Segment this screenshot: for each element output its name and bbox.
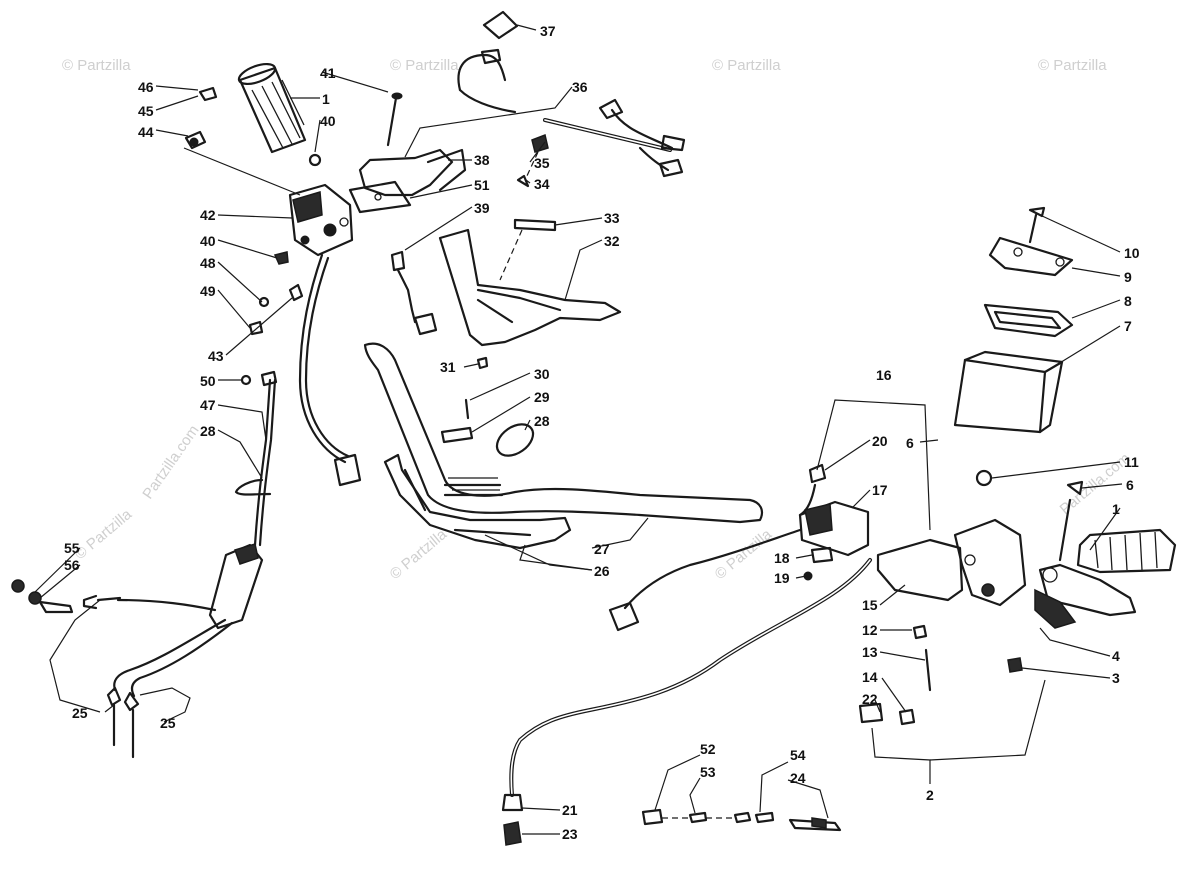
callout-labels: 37 36 41 1 46 45 44 40 38 35 34 51 42 39… [64, 23, 1140, 842]
callout-29: 29 [534, 389, 550, 405]
callout-25-right: 25 [160, 715, 176, 731]
callout-47: 47 [200, 397, 216, 413]
parts-55-56 [11, 579, 74, 614]
callout-3: 3 [1112, 670, 1120, 686]
leader-lines [34, 24, 1123, 835]
callout-16: 16 [876, 367, 892, 383]
callout-22: 22 [862, 691, 878, 707]
lower-hardware [858, 624, 932, 726]
callout-7: 7 [1124, 318, 1132, 334]
watermark-4: © Partzilla [1038, 57, 1107, 74]
callout-24: 24 [790, 770, 806, 786]
callout-10: 10 [1124, 245, 1140, 261]
callout-48: 48 [200, 255, 216, 271]
left-grip [237, 62, 307, 154]
callout-31: 31 [440, 359, 456, 375]
watermark-9: Partzilla.com [139, 422, 202, 502]
master-cylinder [953, 206, 1074, 487]
callout-49: 49 [200, 283, 216, 299]
brake-cable [501, 558, 872, 846]
callout-53: 53 [700, 764, 716, 780]
wiring-harness-36 [543, 98, 686, 178]
callout-30: 30 [534, 366, 550, 382]
callout-39: 39 [474, 200, 490, 216]
callout-1-right: 1 [1112, 501, 1120, 517]
throttle-block [288, 183, 354, 257]
callout-18: 18 [774, 550, 790, 566]
clamp-28-right [440, 398, 535, 457]
callout-41: 41 [320, 65, 336, 81]
kill-switch-lead [457, 10, 519, 114]
callout-43: 43 [208, 348, 224, 364]
callout-46: 46 [138, 79, 154, 95]
throttle-cable [240, 370, 278, 547]
small-parts-44-46 [184, 86, 218, 150]
watermark-7: © Partzilla [712, 526, 776, 584]
callout-32: 32 [604, 233, 620, 249]
callout-28-left: 28 [200, 423, 216, 439]
callout-20: 20 [872, 433, 888, 449]
callout-17: 17 [872, 482, 888, 498]
callout-15: 15 [862, 597, 878, 613]
switch-housing-17 [608, 463, 870, 632]
callout-37: 37 [540, 23, 556, 39]
callout-34: 34 [534, 176, 550, 192]
callout-55: 55 [64, 540, 80, 556]
callout-27: 27 [594, 541, 610, 557]
washer-40-top [308, 153, 322, 167]
throttle-switch-wire [298, 253, 362, 487]
callout-9: 9 [1124, 269, 1132, 285]
pin-41 [386, 92, 403, 147]
throttle-lever [348, 148, 467, 214]
callout-40-mid: 40 [200, 233, 216, 249]
callout-36: 36 [572, 79, 588, 95]
callout-45: 45 [138, 103, 154, 119]
callout-6-mid: 6 [906, 435, 914, 451]
watermark-6: © Partzilla [387, 526, 451, 584]
brake-lever-assembly [876, 480, 1177, 673]
callout-1-left: 1 [322, 91, 330, 107]
callout-33: 33 [604, 210, 620, 226]
clamp-28-left [234, 478, 272, 496]
callout-52: 52 [700, 741, 716, 757]
hand-guard-bracket [438, 218, 622, 347]
callout-12: 12 [862, 622, 878, 638]
callout-23: 23 [562, 826, 578, 842]
switch-39 [390, 250, 438, 336]
junction-block [82, 543, 264, 759]
callout-26: 26 [594, 563, 610, 579]
callout-56: 56 [64, 557, 80, 573]
small-parts-52-54 [641, 808, 842, 832]
callout-19: 19 [774, 570, 790, 586]
parts-35-34 [516, 133, 549, 188]
callout-14: 14 [862, 669, 878, 685]
left-hardware [248, 251, 304, 336]
screw-31 [476, 356, 489, 370]
watermark-3: © Partzilla [712, 57, 781, 74]
callout-2: 2 [926, 787, 934, 803]
callout-38: 38 [474, 152, 490, 168]
callout-21: 21 [562, 802, 578, 818]
callout-50: 50 [200, 373, 216, 389]
watermark-5: © Partzilla [72, 506, 136, 564]
callout-44: 44 [138, 124, 154, 140]
callout-28-right: 28 [534, 413, 550, 429]
callout-51: 51 [474, 177, 490, 193]
callout-11: 11 [1124, 454, 1139, 470]
callout-8: 8 [1124, 293, 1132, 309]
callout-54: 54 [790, 747, 806, 763]
callout-25-left: 25 [72, 705, 88, 721]
watermark-2: © Partzilla [390, 57, 459, 74]
handlebar [363, 342, 764, 550]
callout-40-top: 40 [320, 113, 336, 129]
callout-6-right: 6 [1126, 477, 1134, 493]
callout-42: 42 [200, 207, 216, 223]
callout-13: 13 [862, 644, 878, 660]
watermark-1: © Partzilla [62, 57, 131, 74]
callout-35: 35 [534, 155, 550, 171]
callout-4: 4 [1112, 648, 1120, 664]
